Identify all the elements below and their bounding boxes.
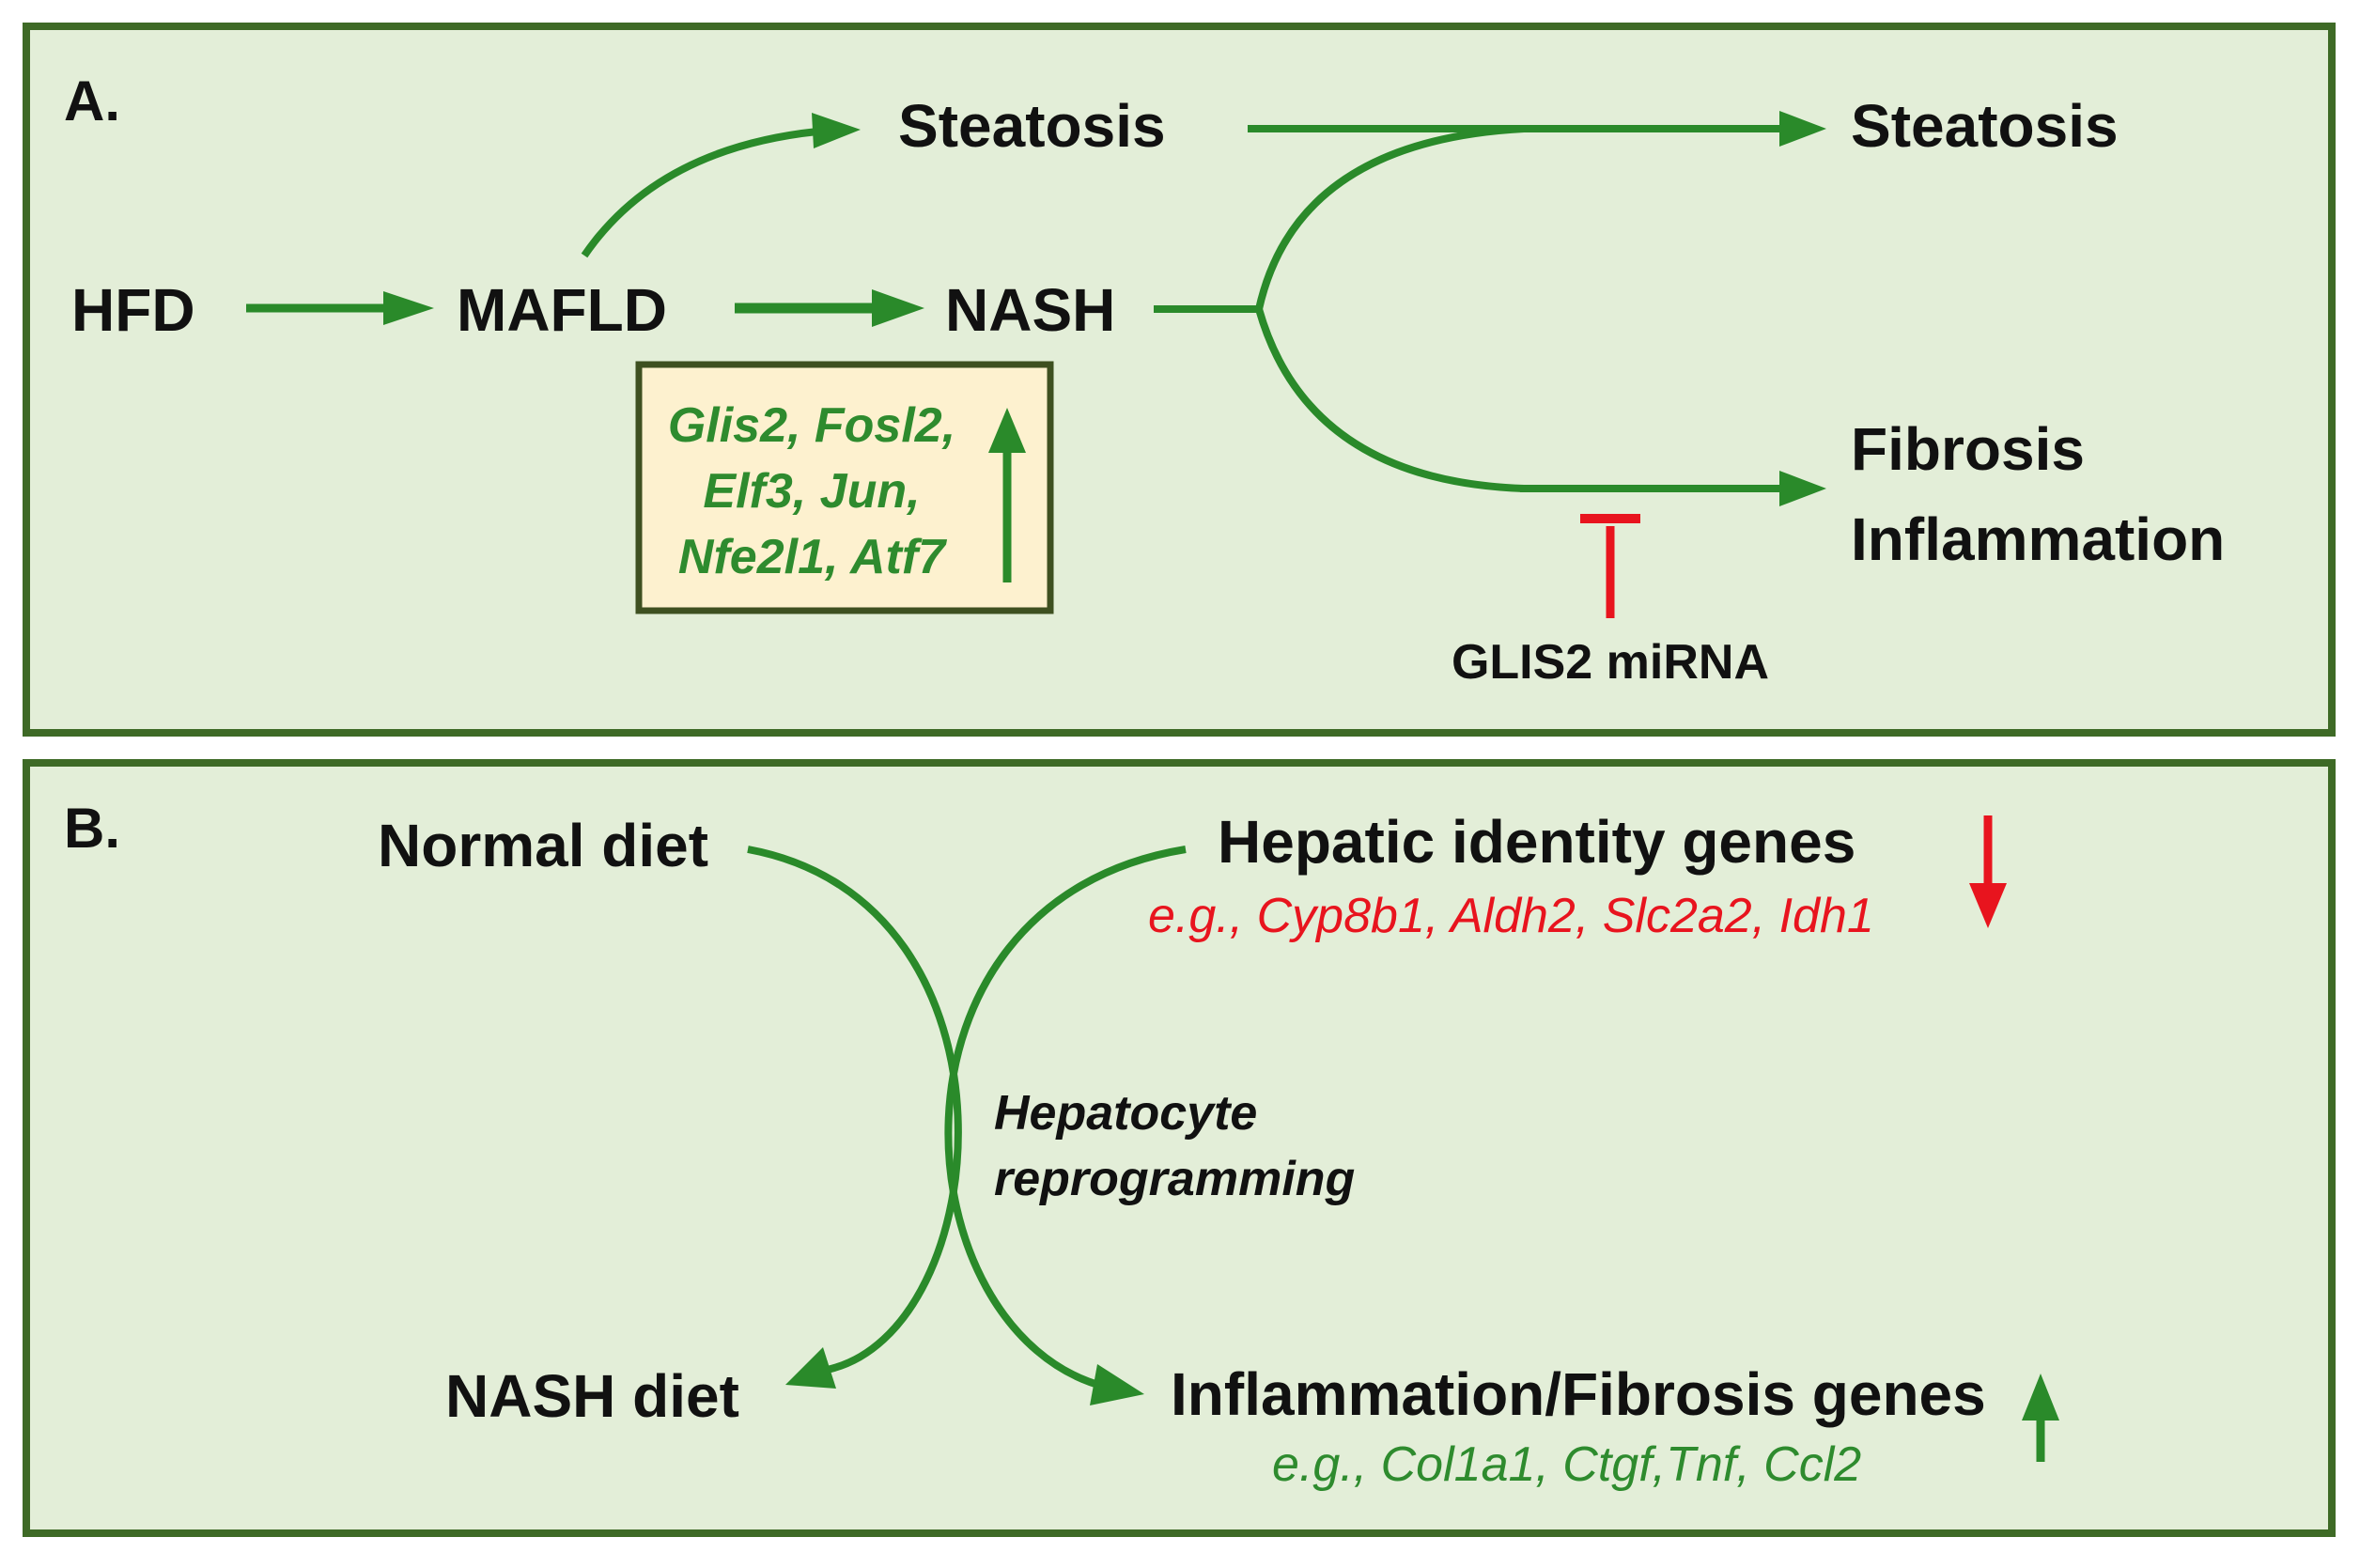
arrow-hfd-to-mafld: [246, 291, 434, 325]
panel-b-letter: B.: [64, 797, 120, 860]
arrow-normal-to-nash-diet: [747, 846, 962, 1389]
inhibition-symbol: [1580, 514, 1640, 618]
gene-line-3: Nfe2l1, Atf7: [678, 530, 947, 584]
inflam-fibrosis-label: Inflammation/Fibrosis genes: [1171, 1360, 1986, 1428]
upregulated-genes-box: Glis2, Fosl2, Elf3, Jun, Nfe2l1, Atf7: [635, 361, 1054, 614]
normal-diet-label: Normal diet: [378, 812, 708, 879]
arrow-to-fibrosis: [1520, 471, 1826, 506]
hepatic-examples: e.g., Cyp8b1, Aldh2, Slc2a2, Idh1: [1148, 889, 1874, 943]
inflam-examples: e.g., Col1a1, Ctgf,Tnf, Ccl2: [1272, 1437, 1861, 1492]
steatosis-top-label: Steatosis: [898, 92, 1166, 160]
up-arrow-icon: [988, 408, 1026, 582]
gene-line-1: Glis2, Fosl2,: [668, 398, 955, 453]
reprogramming-line-2: reprogramming: [994, 1152, 1355, 1206]
panel-b: [23, 759, 2336, 1537]
down-arrow-icon: [1969, 815, 2007, 928]
up-arrow-icon-b: [2022, 1374, 2059, 1462]
inflammation-label: Inflammation: [1851, 505, 2225, 573]
nash-diet-label: NASH diet: [445, 1362, 739, 1430]
hfd-label: HFD: [71, 276, 195, 344]
panel-a: [23, 23, 2336, 737]
arrow-hepatic-to-inflammation: [944, 846, 1187, 1405]
arrow-mafld-to-nash: [735, 289, 924, 327]
glis2-mirna-label: GLIS2 miRNA: [1452, 635, 1769, 690]
nash-label: NASH: [945, 276, 1115, 344]
fibrosis-label: Fibrosis: [1851, 415, 2085, 483]
mafld-label: MAFLD: [457, 276, 667, 344]
hepatic-identity-label: Hepatic identity genes: [1218, 808, 1855, 876]
gene-line-2: Elf3, Jun,: [703, 464, 920, 519]
steatosis-right-label: Steatosis: [1851, 92, 2119, 160]
reprogramming-line-1: Hepatocyte: [994, 1086, 1257, 1141]
panel-a-letter: A.: [64, 70, 120, 132]
arrow-mafld-to-steatosis: [581, 113, 861, 258]
nash-branch-lines: [1154, 125, 1525, 492]
